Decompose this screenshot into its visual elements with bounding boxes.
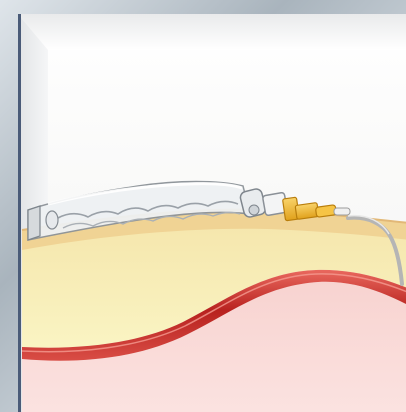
- illustration-frame: [18, 14, 406, 412]
- skin-catheter-illustration: [18, 14, 406, 412]
- connector-clamp: [239, 188, 287, 219]
